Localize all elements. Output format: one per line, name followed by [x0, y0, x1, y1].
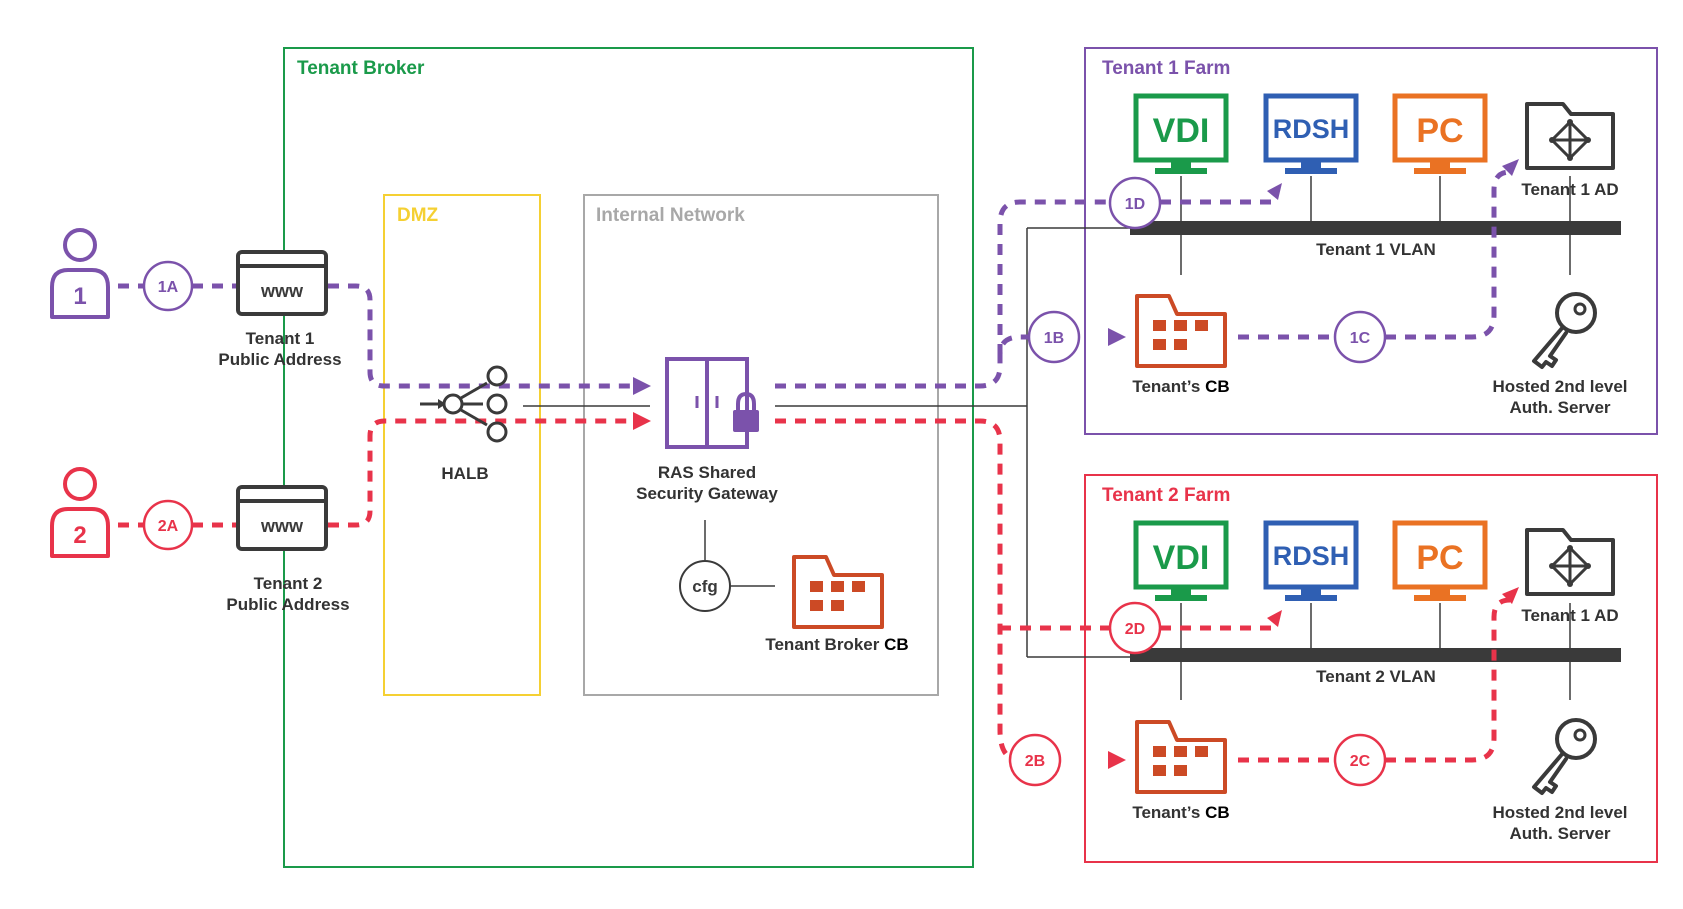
farm2-pc-monitor — [1392, 520, 1488, 601]
tenant1-www-text: www — [260, 281, 304, 301]
farm1-rdsh-monitor — [1263, 93, 1359, 174]
farm1-ad-folder-icon — [1525, 102, 1615, 170]
farm2-cb-icon — [1135, 720, 1227, 794]
step-badge-2c: 2C — [1333, 733, 1387, 787]
farm1-pc-monitor — [1392, 93, 1488, 174]
farm1-cb-icon — [1135, 294, 1227, 368]
farm2-auth-line2: Auth. Server — [1509, 824, 1610, 843]
tenant1-address-line2: Public Address — [218, 350, 341, 369]
farm2-ad-label: Tenant 1 AD — [1521, 606, 1618, 625]
step-badge-2a: 2A — [142, 499, 194, 551]
tenant1-farm-title: Tenant 1 Farm — [1102, 58, 1230, 79]
svg-text:2B: 2B — [1025, 753, 1045, 770]
tenant2-address-line2: Public Address — [226, 595, 349, 614]
tenant1-vlan-bar — [1130, 221, 1621, 235]
farm2-rdsh-label: RDSH — [1273, 541, 1350, 571]
svg-text:1A: 1A — [158, 279, 179, 296]
tenant1-flow — [118, 169, 1511, 389]
user-1-number: 1 — [73, 283, 86, 310]
tenant2-vlan-label: Tenant 2 VLAN — [1316, 667, 1436, 686]
svg-text:2C: 2C — [1350, 753, 1371, 770]
farm1-vdi-label: VDI — [1153, 112, 1210, 150]
tenant-broker-box — [283, 47, 974, 868]
user-1-icon — [50, 228, 110, 319]
farm1-vdi-monitor — [1133, 93, 1229, 174]
lock-icon — [733, 391, 759, 432]
internal-network-box — [583, 194, 939, 696]
tenant2-flow — [118, 418, 1511, 763]
step-badge-2d: 2D — [1108, 601, 1162, 655]
farm2-auth-line1: Hosted 2nd level — [1492, 803, 1627, 822]
tenant2-vlan-bar — [1130, 648, 1621, 662]
tenant-broker-cb-label: Tenant Broker CB — [765, 635, 908, 654]
gateway-label-line2: Security Gateway — [636, 484, 778, 503]
user-2-icon — [50, 467, 110, 558]
cfg-circle — [679, 560, 731, 612]
farm1-cb-label: Tenant’s CB — [1132, 377, 1229, 396]
farm2-ad-folder-icon — [1525, 528, 1615, 596]
tenant2-address-line1: Tenant 2 — [254, 574, 323, 593]
tenant2-arrowheads — [633, 412, 1519, 769]
farm1-key-icon — [1532, 292, 1597, 369]
farm2-vdi-monitor — [1133, 520, 1229, 601]
svg-text:1B: 1B — [1044, 330, 1064, 347]
step-badge-1b: 1B — [1027, 310, 1081, 364]
gateway-icon — [665, 357, 749, 449]
farm1-auth-line2: Auth. Server — [1509, 398, 1610, 417]
farm2-vdi-label: VDI — [1153, 539, 1210, 577]
gateway-label-line1: RAS Shared — [658, 463, 756, 482]
tenant2-farm-title: Tenant 2 Farm — [1102, 485, 1230, 506]
user-2-number: 2 — [73, 522, 86, 549]
step-badge-1a: 1A — [142, 260, 194, 312]
farm1-auth-line1: Hosted 2nd level — [1492, 377, 1627, 396]
internal-network-title: Internal Network — [596, 205, 745, 226]
svg-text:2D: 2D — [1125, 621, 1145, 638]
halb-icon — [420, 365, 508, 443]
tenant-broker-title: Tenant Broker — [297, 58, 425, 79]
farm2-rdsh-monitor — [1263, 520, 1359, 601]
step-badge-2b: 2B — [1008, 733, 1062, 787]
tenant2-www-text: www — [260, 516, 304, 536]
svg-text:2A: 2A — [158, 518, 179, 535]
farm1-ad-label: Tenant 1 AD — [1521, 180, 1618, 199]
farm1-rdsh-label: RDSH — [1273, 114, 1350, 144]
dmz-box — [383, 194, 541, 696]
tenant-broker-cb-icon — [792, 555, 884, 629]
tenant1-address-line1: Tenant 1 — [246, 329, 315, 348]
tenant1-farm-box — [1084, 47, 1658, 435]
farm2-pc-label: PC — [1416, 539, 1463, 577]
cfg-label: cfg — [692, 577, 718, 596]
dmz-title: DMZ — [397, 205, 439, 226]
tenant2-farm-box — [1084, 474, 1658, 863]
svg-text:1C: 1C — [1350, 330, 1371, 347]
tenant1-arrowheads — [633, 159, 1519, 395]
farm2-cb-label: Tenant’s CB — [1132, 803, 1229, 822]
svg-text:1D: 1D — [1125, 196, 1145, 213]
farm1-pc-label: PC — [1416, 112, 1463, 150]
step-badge-1c: 1C — [1333, 310, 1387, 364]
step-badge-1d: 1D — [1108, 176, 1162, 230]
tenant1-vlan-label: Tenant 1 VLAN — [1316, 240, 1436, 259]
farm2-key-icon — [1532, 718, 1597, 795]
halb-label: HALB — [441, 464, 488, 483]
